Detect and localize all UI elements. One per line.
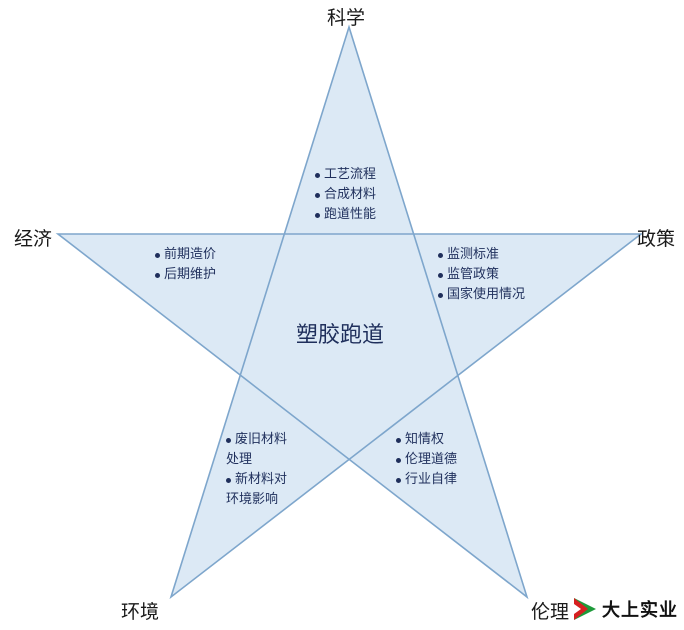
list-item: 行业自律 — [396, 470, 457, 490]
economy-points: 前期造价 后期维护 — [155, 245, 216, 285]
logo: 大上实业 — [572, 592, 684, 626]
list-item: 废旧材料 — [226, 430, 287, 450]
list-item: 前期造价 — [155, 245, 216, 265]
list-item: 监管政策 — [438, 265, 525, 285]
star-shape — [55, 24, 644, 600]
vertex-label-environment: 环境 — [121, 601, 160, 623]
list-item: 后期维护 — [155, 265, 216, 285]
list-item: 监测标准 — [438, 245, 525, 265]
vertex-label-policy: 政策 — [637, 228, 676, 250]
science-points: 工艺流程 合成材料 跑道性能 — [315, 165, 376, 225]
environment-points: 废旧材料 处理 新材料对 环境影响 — [226, 430, 287, 510]
list-item: 处理 — [226, 452, 253, 467]
list-item: 合成材料 — [315, 185, 376, 205]
list-item: 国家使用情况 — [438, 285, 525, 305]
logo-text: 大上实业 — [602, 600, 678, 621]
list-item: 知情权 — [396, 430, 457, 450]
center-title: 塑胶跑道 — [296, 323, 385, 348]
list-item: 新材料对 — [226, 470, 287, 490]
list-item: 跑道性能 — [315, 205, 376, 225]
list-item: 伦理道德 — [396, 450, 457, 470]
vertex-label-science: 科学 — [327, 7, 366, 29]
list-item: 工艺流程 — [315, 165, 376, 185]
vertex-label-ethics: 伦理 — [531, 601, 570, 623]
vertex-label-economy: 经济 — [14, 228, 53, 250]
flag-arrow-icon — [574, 598, 596, 620]
list-item: 环境影响 — [226, 492, 279, 507]
policy-points: 监测标准 监管政策 国家使用情况 — [438, 245, 525, 305]
ethics-points: 知情权 伦理道德 行业自律 — [396, 430, 457, 490]
